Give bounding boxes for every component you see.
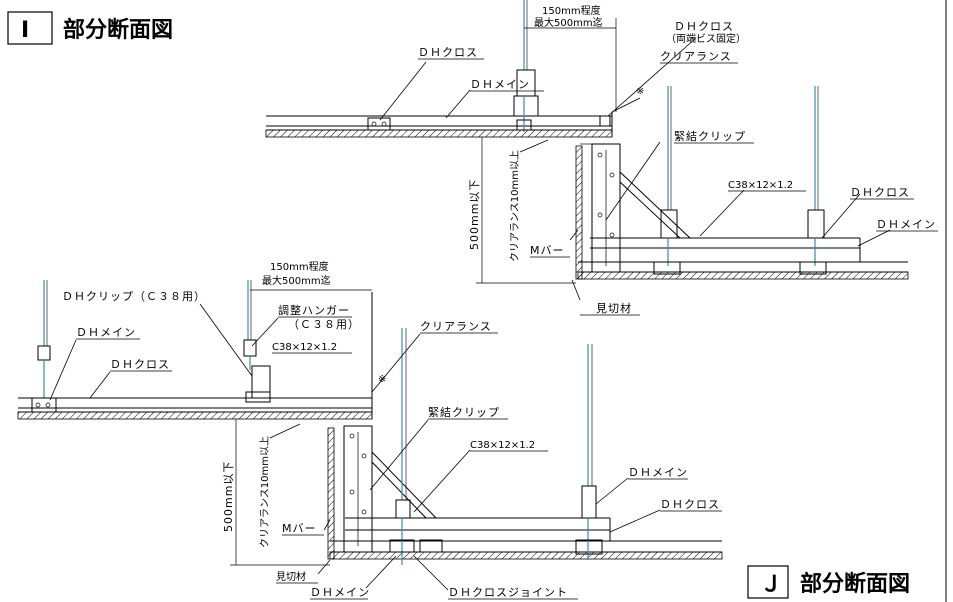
title-j-letter: Ｊ [760,572,782,597]
label-j-dh-cross-left: ＤＨクロス [110,358,170,371]
leader-i-mbar [569,229,579,241]
label-i-dh-cross-left: ＤＨクロス [418,46,478,59]
title-i-box [7,11,53,45]
upper-ceiling-i [265,112,613,138]
leader-j-cross-joint [413,555,449,591]
leader-j-mbar [323,519,331,531]
leader-i-main [445,89,471,119]
dim-height-j-text: 500mm以下 [222,461,235,532]
label-i-mbar: Mバー [530,244,565,257]
dim-top-j: 150mm程度 最大500mm迄 [250,260,372,291]
title-i-text: 部分断面図 [63,17,173,43]
lower-ceiling-i [575,143,909,280]
leader-j-clearance [371,333,421,393]
diagram-i: Ⅰ 部分断面図 150mm程度 [7,0,938,316]
leader-j-tie-clip [369,419,429,491]
leader-j-c38 [413,449,471,513]
leader-i-cross-left [379,61,427,121]
label-j-c38-left: C38×12×1.2 [272,342,337,353]
label-j-dh-main-bottom: ＤＨメイン [310,586,370,599]
clearance-vertical-i: クリアランス10mm以上 [509,150,521,262]
label-i-clearance: クリアランス [660,50,732,63]
label-i-tie-clip: 緊結クリップ [674,129,746,143]
label-j-edge-trim: 見切材 [276,570,306,583]
hanger-rod-j-left [31,280,57,413]
label-j-dh-main-left: ＤＨメイン [76,326,136,339]
leader-i-edge-trim [571,279,581,301]
leader-j-main-left [49,339,77,401]
label-i-c38: C38×12×1.2 [728,180,793,191]
dim-top-i-line2: 最大500mm迄 [534,16,603,29]
leader-j-dh-cross [609,509,661,533]
label-j-hanger-1: 調整ハンガー [278,303,350,317]
leader-i-dh-cross [821,193,861,239]
title-i-letter: Ⅰ [21,18,29,43]
label-i-cross-fixed-2: （両端ビス固定） [666,32,746,45]
dim-top-i-line1: 150mm程度 [542,4,601,17]
leader-i-c38 [699,189,745,237]
label-j-hanger-2: （Ｃ３８用） [288,318,360,331]
label-j-dh-main-right: ＤＨメイン [628,466,688,479]
leader-i-clearance [611,97,641,113]
leader-j-dh-main [595,477,629,505]
leader-i-tie-clip [605,141,661,221]
upper-ceiling-j [17,292,373,420]
leader-j-cross-left [89,371,111,399]
clearance-vertical-j: クリアランス10mm以上 [259,436,271,548]
label-j-clearance: クリアランス [420,320,492,333]
label-j-mbar: Mバー [282,522,317,535]
hanger-rod-i-lower-right [799,86,827,275]
label-j-dh-cross-right: ＤＨクロス [660,498,720,511]
dim-top-j-line2: 最大500mm迄 [262,274,331,287]
leader-j-hanger [251,317,279,347]
label-j-dh-clip: ＤＨクリップ（Ｃ３８用） [62,290,206,303]
label-i-dh-cross-right: ＤＨクロス [850,186,910,199]
label-i-dh-main: ＤＨメイン [470,78,530,91]
hanger-rod-i-upper [513,0,539,132]
dim-height-j: 500mm以下 クリアランス10mm以上 [222,419,330,566]
cross-end-i [599,115,611,127]
dim-top-j-line1: 150mm程度 [270,260,329,273]
label-j-mark: ※ [378,374,386,385]
dim-top-i: 150mm程度 最大500mm迄 [524,4,617,112]
cross-clip-i-left [367,117,391,131]
hanger-rod-i-lower-left [653,86,681,275]
label-i-cross-fixed-1: ＤＨクロス [674,20,734,33]
leader-j-main-bottom [365,555,397,589]
leader-i-dh-main [857,229,891,247]
lower-ceiling-j [327,425,723,560]
leader-j-clip [199,303,253,377]
label-j-tie-clip: 緊結クリップ [428,405,500,419]
label-i-edge-trim: 見切材 [596,301,632,315]
hanger-rod-j-lower-right [575,344,603,560]
title-j-box [747,565,789,599]
label-i-dh-main-right: ＤＨメイン [876,218,936,231]
leader-j-edge-trim [317,559,331,575]
label-i-mark: ※ [636,86,644,97]
leader-i-cross-fixed [607,37,697,117]
dim-height-i: 500mm以下 クリアランス10mm以上 [468,137,576,284]
label-j-c38: C38×12×1.2 [470,440,535,451]
diagram-j: 150mm程度 最大500mm迄 [17,260,910,600]
label-j-cross-joint: ＤＨクロスジョイント [448,586,568,599]
dim-height-i-text: 500mm以下 [468,179,481,250]
title-j-text: 部分断面図 [800,571,910,597]
hanger-rod-j-lower-left [389,328,415,565]
